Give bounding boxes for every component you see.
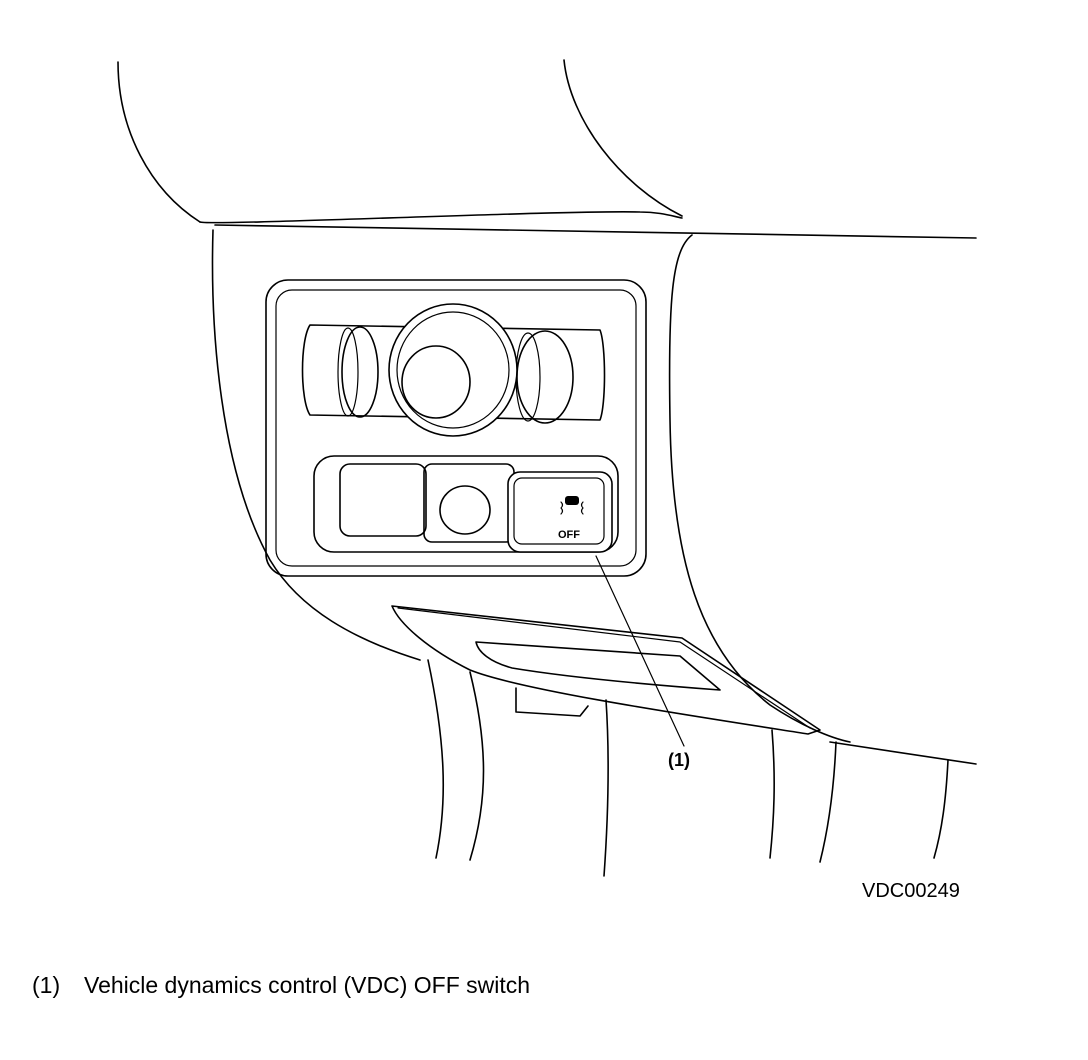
switch-bezel-outer <box>265 279 647 577</box>
legend-number: (1) <box>32 972 61 998</box>
coin-tray-slot <box>475 641 721 691</box>
lower-trim-line-2 <box>469 671 485 861</box>
callout-leader-line <box>595 555 685 747</box>
lower-trim-line-5 <box>819 741 837 863</box>
under-bracket <box>515 687 589 717</box>
dial-housing <box>301 324 606 421</box>
panel-top-edge <box>199 211 683 224</box>
figure-id: VDC00249 <box>862 880 960 902</box>
right-wheel <box>516 330 574 424</box>
panel-upper-line <box>214 224 977 239</box>
vdc-off-switch-label: OFF <box>558 529 580 541</box>
upper-panel-curve-left <box>117 61 201 223</box>
coin-tray-rim <box>397 607 811 729</box>
round-switch-circle <box>439 485 491 535</box>
legend-description: Vehicle dynamics control (VDC) OFF switc… <box>84 972 531 998</box>
center-knob-ring-inner <box>396 311 510 429</box>
switch-row-housing <box>313 455 619 553</box>
panel-left-edge <box>211 229 421 661</box>
vdc-off-switch <box>507 471 613 553</box>
left-wheel-edge <box>337 327 359 417</box>
panel-lower-line <box>829 741 977 765</box>
legend-item: (1) Vehicle dynamics control (VDC) OFF sw… <box>32 972 530 999</box>
lower-trim-line-6 <box>933 759 949 859</box>
lower-trim-line-3 <box>603 699 609 877</box>
switch-bezel-inner <box>275 289 637 567</box>
upper-panel-curve-right <box>563 59 683 217</box>
lower-trim-line-4 <box>769 729 775 859</box>
center-knob <box>401 345 471 419</box>
coin-tray-outer <box>391 605 821 735</box>
blank-switch <box>339 463 427 537</box>
vdc-off-switch-face <box>513 477 605 545</box>
callout-number: (1) <box>668 750 690 770</box>
vdc-off-icon <box>560 496 584 515</box>
round-switch <box>423 463 515 543</box>
left-wheel <box>341 326 379 418</box>
lower-trim-line-1 <box>427 659 445 859</box>
right-wheel-edge <box>515 332 541 422</box>
panel-center-edge <box>668 234 851 743</box>
